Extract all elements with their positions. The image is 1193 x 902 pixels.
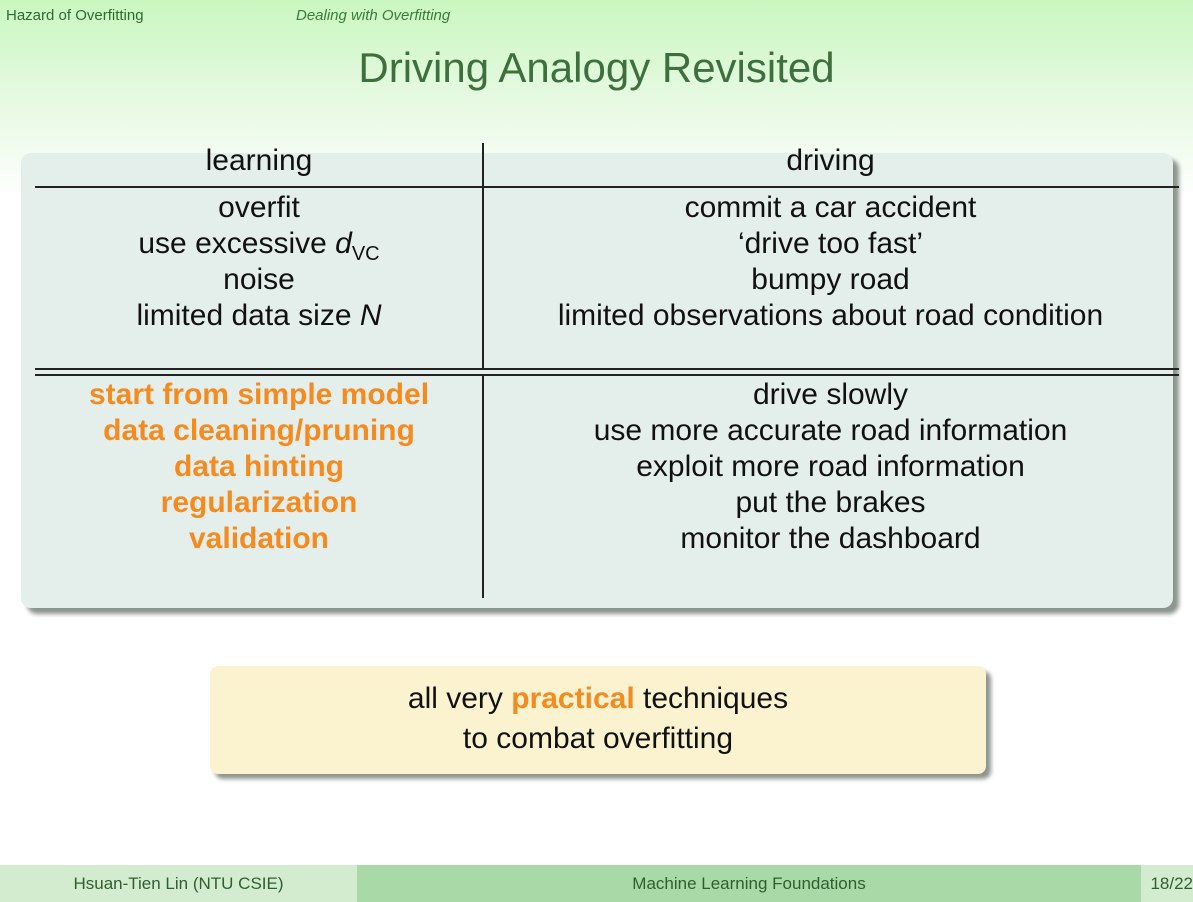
table-cell: use more accurate road information xyxy=(593,414,1068,447)
analogy-table xyxy=(21,153,1173,608)
double-rule-bottom xyxy=(35,374,1179,376)
nav-section[interactable]: Hazard of Overfitting xyxy=(6,7,144,24)
footer-author: Hsuan-Tien Lin (NTU CSIE) xyxy=(0,865,357,902)
table-cell: limited data size N xyxy=(36,298,482,334)
analogy-left-column: overfit use excessive dVC noise limited … xyxy=(36,190,482,334)
table-cell: overfit xyxy=(218,191,300,224)
table-cell: limited observations about road conditio… xyxy=(557,299,1104,332)
note-line-2: to combat overfitting xyxy=(462,722,734,755)
slide-title: Driving Analogy Revisited xyxy=(358,44,835,91)
footer-page-number: 18/22 xyxy=(1141,865,1193,902)
technique-cell: regularization xyxy=(160,486,358,519)
table-cell: commit a car accident xyxy=(684,191,977,224)
table-cell: put the brakes xyxy=(735,486,926,519)
technique-left-column: start from simple model data cleaning/pr… xyxy=(36,377,482,557)
technique-right-column: drive slowly use more accurate road info… xyxy=(483,377,1178,557)
technique-cell: start from simple model xyxy=(88,378,430,411)
table-cell: use excessive dVC xyxy=(36,226,482,265)
technique-cell: data cleaning/pruning xyxy=(103,414,415,447)
header-rule xyxy=(35,186,1179,188)
footer-course: Machine Learning Foundations xyxy=(357,865,1141,902)
math-var: N xyxy=(359,299,382,332)
note-text: techniques xyxy=(634,682,789,715)
table-cell: drive slowly xyxy=(752,378,909,411)
header-learning: learning xyxy=(205,144,313,177)
technique-cell: data hinting xyxy=(174,450,344,483)
table-cell: ‘drive too fast’ xyxy=(737,227,924,260)
technique-cell: validation xyxy=(188,522,330,555)
cell-text: limited data size xyxy=(136,299,360,332)
column-divider-top xyxy=(482,143,484,368)
math-subscript: VC xyxy=(351,243,380,265)
cell-text: use excessive xyxy=(138,227,336,260)
math-var: d xyxy=(335,227,352,260)
column-divider-bottom xyxy=(482,376,484,598)
table-cell: exploit more road information xyxy=(636,450,1025,483)
note-line-1: all very practical techniques xyxy=(210,682,986,716)
nav-subsection[interactable]: Dealing with Overfitting xyxy=(296,7,451,24)
note-highlight: practical xyxy=(511,682,635,715)
table-cell: noise xyxy=(223,263,295,296)
table-cell: monitor the dashboard xyxy=(680,522,981,555)
analogy-right-column: commit a car accident ‘drive too fast’ b… xyxy=(483,190,1178,334)
note-text: all very xyxy=(407,682,512,715)
table-cell: bumpy road xyxy=(751,263,910,296)
footer: Hsuan-Tien Lin (NTU CSIE) Machine Learni… xyxy=(0,865,1193,902)
header-driving: driving xyxy=(786,144,875,177)
double-rule-top xyxy=(35,368,1179,370)
note-box: all very practical techniques to combat … xyxy=(210,666,986,774)
